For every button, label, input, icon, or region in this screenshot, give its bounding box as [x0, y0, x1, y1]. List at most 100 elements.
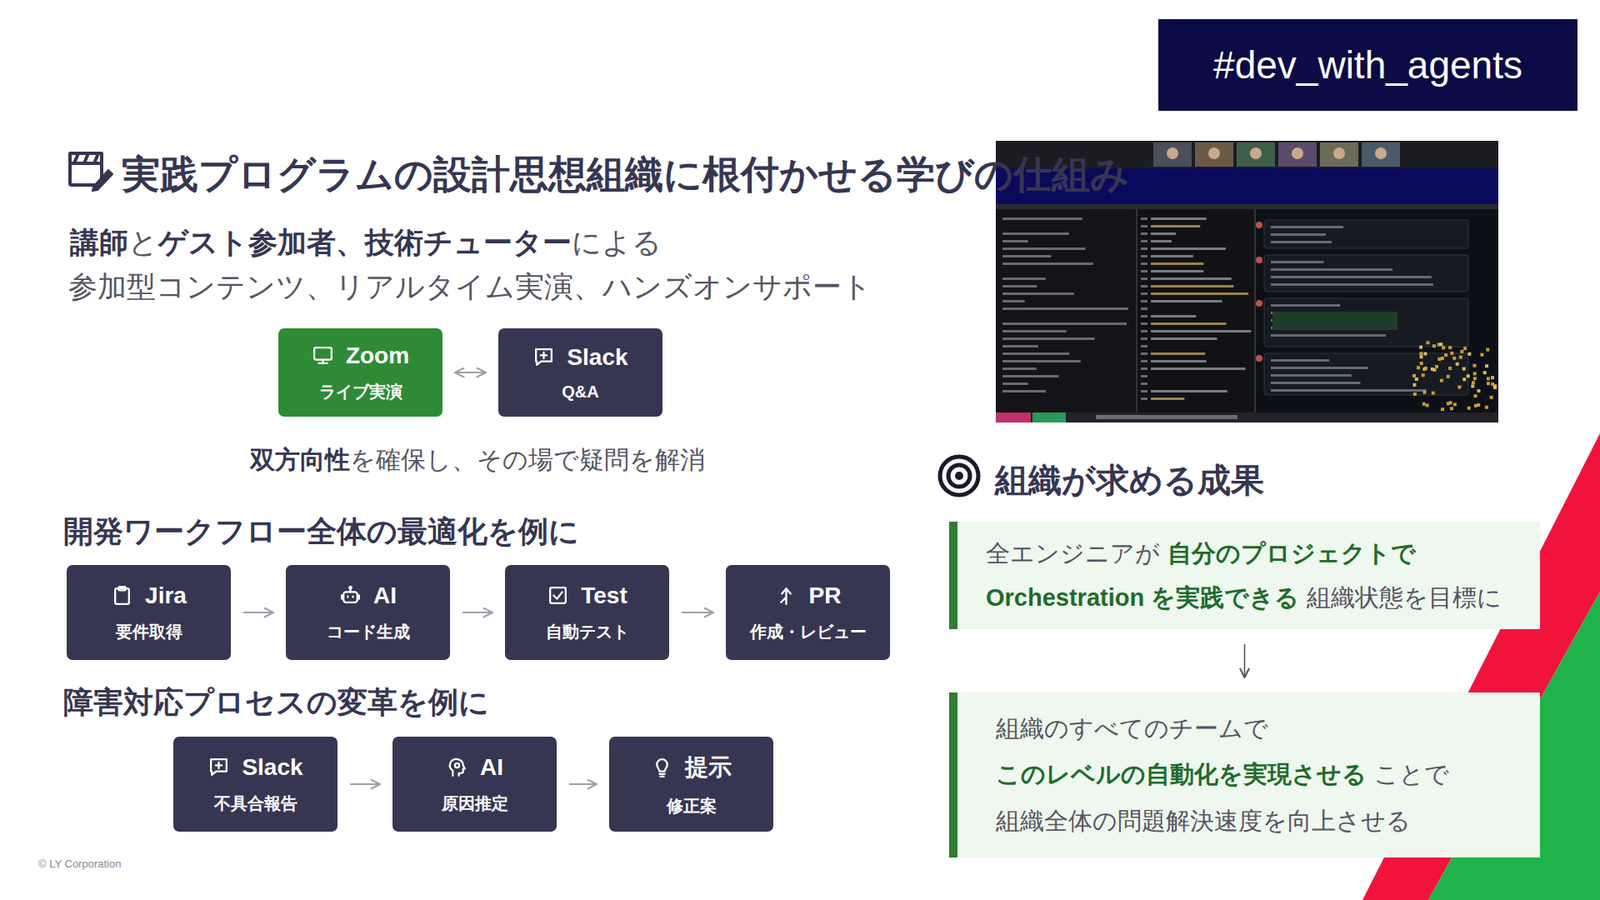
- tile-icon: [532, 345, 555, 369]
- tile-icon: [311, 344, 335, 367]
- yellow-dot: [1441, 345, 1445, 350]
- goal-text: 組織のすべてのチームで: [995, 715, 1269, 742]
- yellow-dot: [1437, 357, 1441, 361]
- tile-subtitle: 修正案: [666, 795, 717, 818]
- yellow-dot: [1419, 345, 1423, 350]
- line-number: [1140, 382, 1148, 385]
- icon-stroke: [215, 762, 222, 769]
- icon-stroke: [118, 586, 125, 590]
- tab-bar: [995, 204, 1499, 210]
- tile-title: Zoom: [345, 342, 410, 370]
- goal-text: 組織全体の問題解決速度を向上させる: [995, 807, 1411, 835]
- text-line: [1002, 255, 1051, 258]
- text-line: [1002, 307, 1129, 310]
- line-number: [1140, 225, 1148, 228]
- yellow-dot: [1472, 364, 1476, 368]
- goal-line: 組織のすべてのチームで: [995, 705, 1527, 752]
- comment-line: [1270, 389, 1426, 392]
- code-line: [1150, 247, 1226, 250]
- line-number: [1140, 397, 1148, 400]
- video-face: [1208, 147, 1220, 160]
- flow-arrow: [1244, 644, 1246, 678]
- yellow-dot: [1424, 366, 1428, 370]
- line-number: [1140, 255, 1148, 258]
- tile-sub-row: 修正案: [666, 795, 717, 818]
- pane-split: [1254, 209, 1256, 413]
- tile-title: AI: [373, 582, 397, 610]
- line-number: [1140, 315, 1148, 318]
- yellow-dot: [1453, 402, 1457, 406]
- yellow-dot: [1452, 356, 1456, 360]
- yellow-dot: [1490, 395, 1494, 400]
- yellow-dot: [1467, 352, 1471, 356]
- code-line: [1150, 360, 1207, 363]
- yellow-dot: [1448, 366, 1452, 370]
- tile-sub-row: 要件取得: [115, 620, 183, 644]
- yellow-dot: [1485, 348, 1490, 352]
- yellow-dot: [1473, 376, 1477, 380]
- comment-card: [1264, 220, 1469, 249]
- comment-line: [1270, 268, 1393, 271]
- yellow-dot: [1422, 402, 1426, 406]
- avatar-dot: [1255, 355, 1263, 362]
- line-number: [1140, 345, 1148, 348]
- text-line: [1002, 345, 1039, 348]
- process-box: 提示修正案: [609, 736, 774, 832]
- yellow-dot: [1435, 365, 1439, 369]
- yellow-dot: [1412, 383, 1416, 387]
- yellow-dot: [1474, 404, 1478, 408]
- comment-line: [1270, 304, 1340, 307]
- tile-title: Slack: [566, 344, 628, 371]
- line-number: [1140, 390, 1148, 393]
- text-line: [1002, 217, 1083, 220]
- section-heading-group: 組織が求める成果: [995, 457, 1265, 503]
- line-number: [1140, 277, 1148, 280]
- tile-sub-row: Q&A: [561, 382, 599, 402]
- goal-text: 全エンジニアが: [985, 540, 1160, 567]
- yellow-dot: [1485, 405, 1489, 410]
- line-number: [1140, 375, 1148, 378]
- video-face: [1375, 147, 1387, 160]
- status-text: [1095, 415, 1238, 420]
- yellow-dot: [1440, 407, 1445, 411]
- yellow-dot: [1431, 391, 1435, 395]
- status-branch: [1032, 412, 1066, 423]
- comment-card: [1264, 353, 1469, 395]
- tile-icon: [207, 755, 230, 779]
- text-line: [1002, 300, 1025, 303]
- diff-highlight: [1272, 311, 1398, 330]
- line-number: [1140, 247, 1148, 250]
- video-thumb: [1320, 142, 1359, 167]
- text-line: [1002, 367, 1037, 370]
- text-line: [1002, 232, 1070, 235]
- line-number: [1140, 217, 1148, 220]
- text-line: [1002, 285, 1037, 288]
- note-text: 双方向性: [250, 445, 350, 474]
- yellow-dot: [1448, 345, 1452, 350]
- comment-line: [1270, 260, 1324, 264]
- copyright: © LY Corporation: [38, 857, 121, 870]
- video-thumb: [1361, 142, 1400, 167]
- section-heading-group: 実践プログラムの設計思想組織に根付かせる学びの仕組み: [121, 148, 1130, 200]
- section-heading-group: 障害対応プロセスの変革を例に: [63, 682, 490, 724]
- video-thumb: [1195, 142, 1234, 167]
- code-line: [1150, 300, 1222, 303]
- goal-box: 全エンジニアが自分のプロジェクトで Orchestration を実践できる組織…: [949, 521, 1540, 630]
- yellow-dot: [1440, 379, 1444, 383]
- line-number: [1140, 360, 1148, 363]
- yellow-dot: [1420, 361, 1424, 365]
- yellow-dot: [1467, 406, 1471, 410]
- yellow-dot: [1446, 401, 1450, 405]
- comment-line: [1270, 366, 1369, 370]
- comment-card: [1264, 255, 1469, 292]
- intro-text: と: [128, 225, 159, 259]
- flow-arrow: [455, 371, 486, 374]
- text-line: [1002, 292, 1075, 295]
- yellow-dot: [1483, 370, 1487, 375]
- intro-text: 参加型コンテンツ、リアルタイム実演、ハンズオンサポート: [68, 270, 872, 303]
- icon-stroke: [349, 586, 351, 589]
- icon-stroke: [343, 591, 358, 602]
- code-line: [1150, 367, 1246, 370]
- status-bar: [995, 412, 1499, 423]
- process-box: AIコード生成: [285, 565, 450, 660]
